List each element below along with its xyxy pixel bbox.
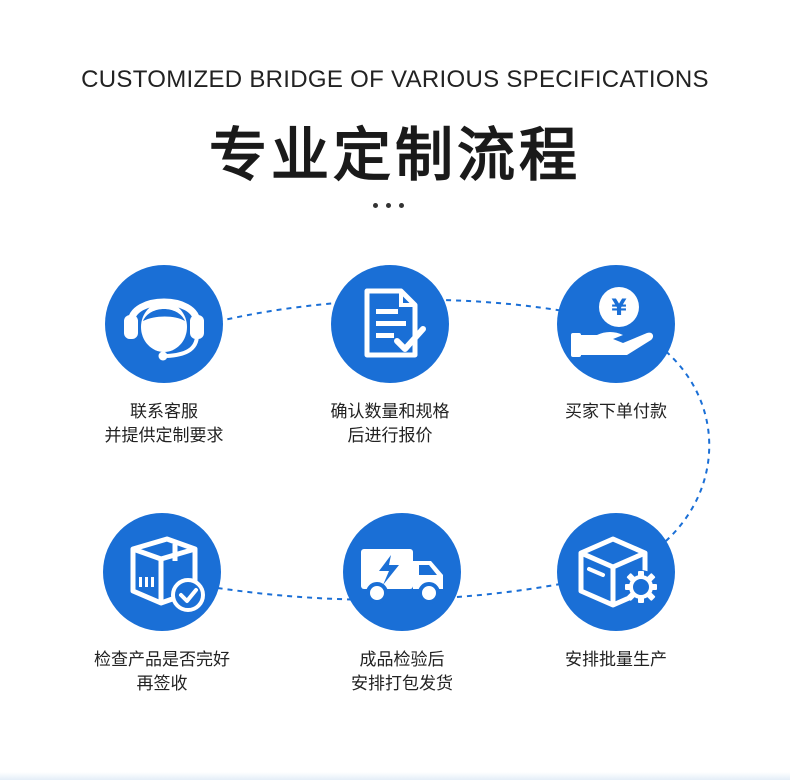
- step-6-circle: [557, 513, 675, 631]
- page-subtitle: CUSTOMIZED BRIDGE OF VARIOUS SPECIFICATI…: [81, 66, 709, 93]
- step-2-circle: [331, 265, 449, 383]
- step-5-label: 成品检验后安排打包发货: [351, 650, 453, 694]
- delivery-truck-icon: [361, 549, 443, 604]
- step-2-label: 确认数量和规格后进行报价: [330, 402, 450, 446]
- headset-agent-icon: [124, 298, 204, 361]
- step-1-label: 联系客服并提供定制要求: [104, 402, 224, 446]
- step-5-circle: [343, 513, 461, 631]
- yuan-coin-hand-icon: ¥: [571, 287, 654, 357]
- document-check-icon: [364, 288, 426, 358]
- dots-divider: [373, 203, 407, 209]
- step-6-label: 安排批量生产: [565, 650, 667, 670]
- step-4-circle: [103, 513, 221, 631]
- step-4-label: 检查产品是否完好再签收: [94, 650, 230, 694]
- svg-text:¥: ¥: [611, 296, 627, 321]
- box-gear-icon: [578, 536, 658, 608]
- step-3-label: 买家下单付款: [565, 402, 667, 422]
- step-3-circle: ¥: [557, 265, 675, 383]
- page-title: 专业定制流程: [208, 121, 581, 189]
- step-1-circle: [105, 265, 223, 383]
- bottom-strip: [0, 772, 790, 780]
- package-check-icon: [130, 536, 205, 612]
